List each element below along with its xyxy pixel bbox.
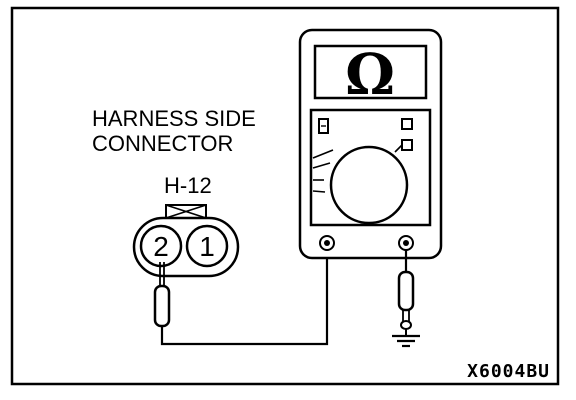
pin-2-terminal: [139, 224, 183, 268]
ground-icon: [392, 334, 420, 348]
ground-probe: [397, 270, 415, 312]
harness-connector: 2 1: [132, 204, 240, 278]
multimeter: Ω: [298, 28, 443, 260]
connector-label-line1: HARNESS SIDE: [92, 106, 256, 131]
pin-2-label: 2: [153, 231, 169, 262]
figure-frame: [10, 6, 560, 386]
function-button-right-top: [401, 118, 413, 130]
meter-display: [313, 44, 428, 100]
pin-1-label: 1: [199, 231, 215, 262]
rotary-dial: [329, 145, 409, 225]
function-button-right-bottom: [401, 139, 413, 151]
connector-id-label: H-12: [164, 173, 212, 198]
figure-code: X6004BU: [467, 361, 550, 382]
test-lead-wire: [160, 250, 329, 346]
ohm-symbol: Ω: [345, 42, 395, 108]
pin-1-terminal: [185, 224, 229, 268]
ground-lead: [397, 250, 415, 336]
connector-label-line2: CONNECTOR: [92, 131, 233, 156]
